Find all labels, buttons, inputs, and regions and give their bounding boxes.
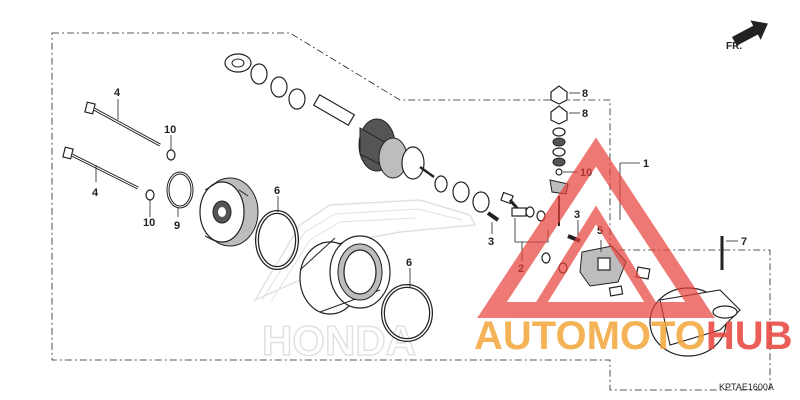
armature (312, 93, 435, 180)
callout-4-lower: 4 (92, 187, 99, 199)
diagram-code: KPTAE1600A (719, 382, 774, 392)
direction-label: FR. (726, 41, 742, 52)
callout-3-left: 3 (488, 236, 494, 248)
lock-plate (224, 53, 252, 73)
stud-3-left (486, 211, 500, 222)
front-direction-indicator: FR. (726, 20, 768, 52)
washer-rear-3 (472, 191, 490, 213)
callout-10-lower: 10 (143, 217, 155, 229)
callout-7: 7 (741, 236, 747, 248)
callout-4-upper: 4 (114, 87, 121, 99)
callout-6-rear: 6 (406, 257, 412, 269)
terminal-bolt (500, 191, 527, 217)
assembly-frame-outline (51, 32, 771, 391)
arrow-icon (731, 20, 768, 46)
watermark-triangle-logo (477, 137, 715, 318)
bolt-upper (84, 101, 161, 147)
watermark-brand-text: AUTOMOTOHUB (474, 314, 793, 358)
callout-1: 1 (643, 158, 649, 170)
callout-10-upper: 10 (164, 124, 176, 136)
front-cover (199, 177, 259, 247)
washer-rear-1 (434, 175, 448, 193)
svg-text:HONDA: HONDA (262, 317, 416, 364)
honda-wing-logo: HONDA (253, 199, 477, 365)
washer-top-1 (250, 63, 268, 85)
washer-10-upper (166, 149, 176, 161)
motor-case (299, 235, 391, 315)
callout-6-front: 6 (274, 185, 280, 197)
callout-9: 9 (174, 220, 180, 232)
callout-3-right: 3 (574, 209, 580, 221)
brush-holder (579, 245, 651, 297)
bolt-lower (62, 146, 139, 190)
automotohub-watermark: AUTOMOTOHUB (474, 137, 793, 358)
callout-8-upper: 8 (582, 88, 588, 100)
washer-top-2 (270, 76, 288, 98)
callout-8-lower: 8 (582, 108, 588, 120)
washer-top-3 (288, 88, 306, 110)
small-nut (525, 206, 535, 218)
washer-10-lower (145, 189, 155, 201)
stud-2-nut (541, 252, 551, 264)
washer-rear-2 (452, 181, 470, 203)
